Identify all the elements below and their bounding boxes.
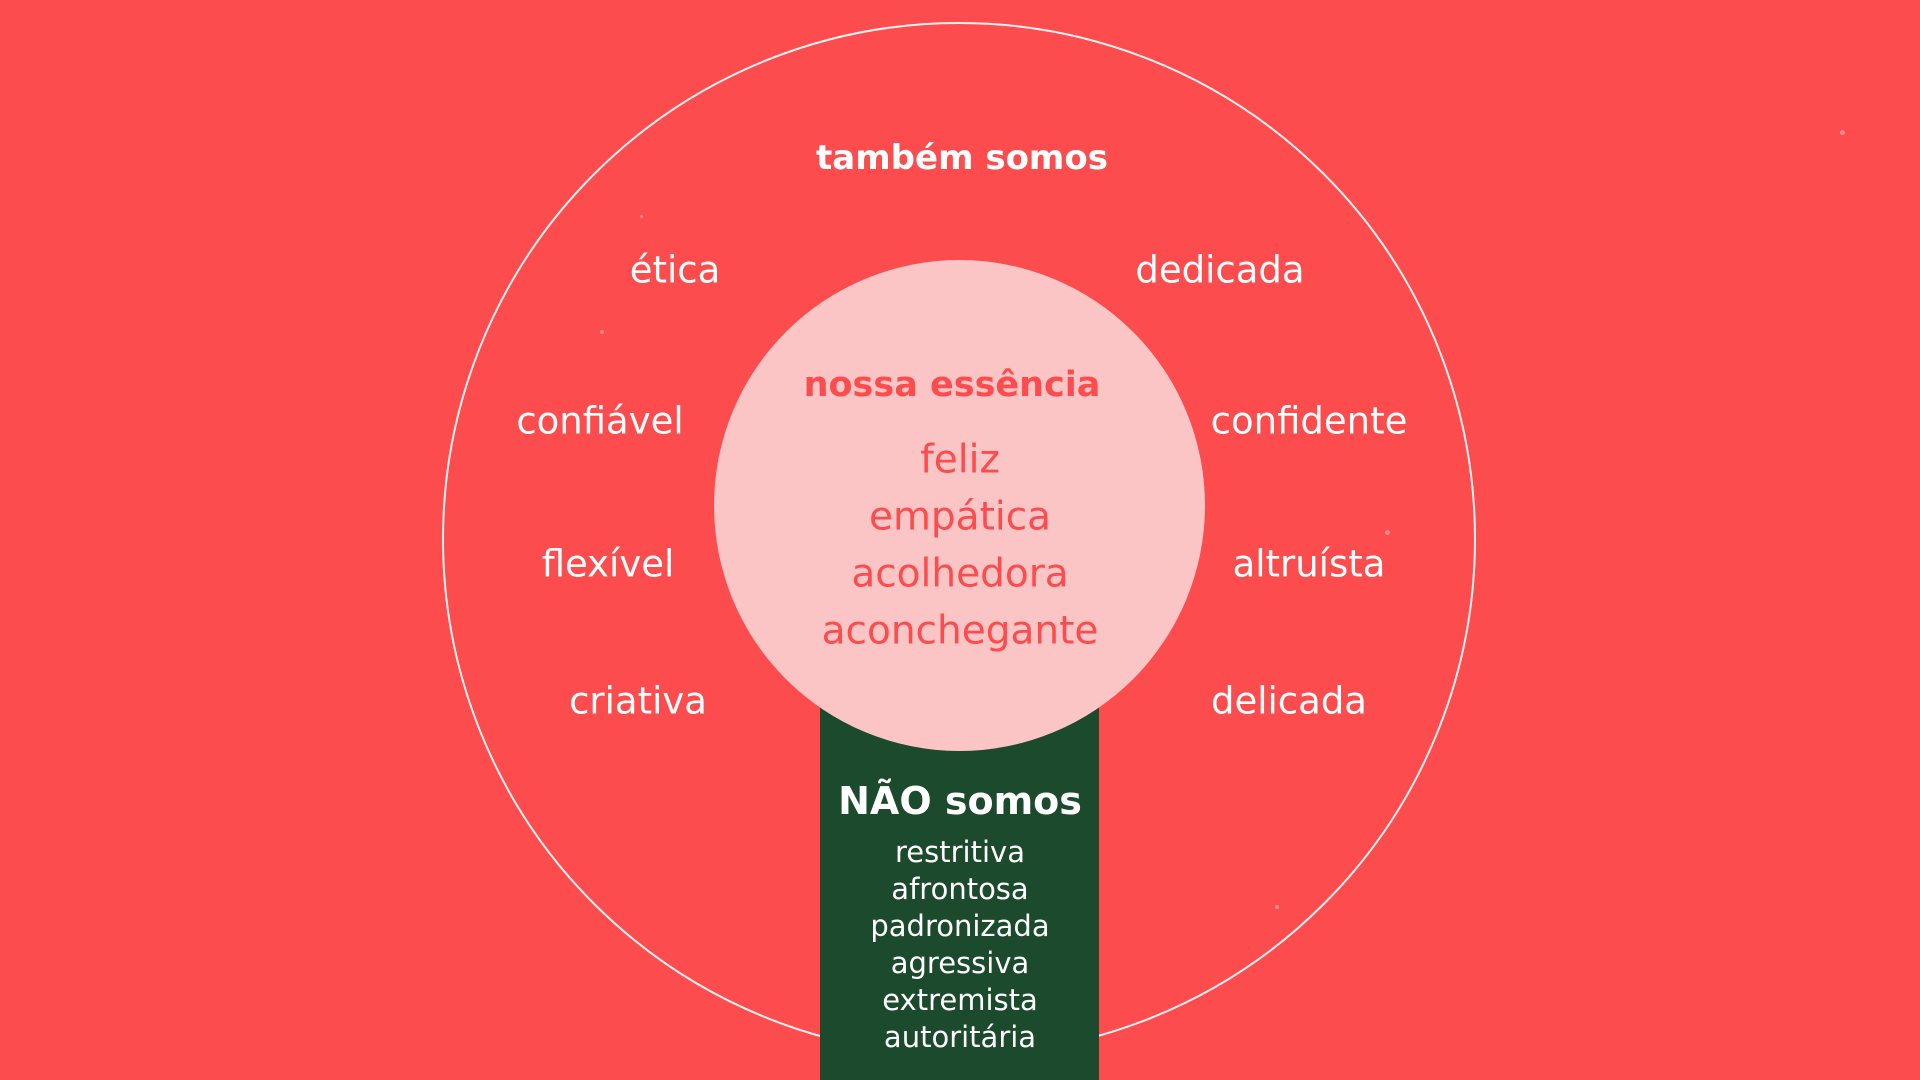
not-panel (820, 690, 1099, 1080)
not-item: extremista (882, 983, 1038, 1017)
not-item: afrontosa (891, 872, 1029, 906)
essence-item: aconchegante (821, 608, 1099, 654)
essence-circle (714, 260, 1205, 751)
also-we-are-title: também somos (816, 138, 1108, 178)
essence-item: feliz (920, 437, 1000, 483)
trait-dedicada: dedicada (1135, 248, 1305, 292)
trait-etica: ética (629, 248, 721, 292)
not-item: padronizada (870, 909, 1050, 943)
trait-delicada: delicada (1211, 679, 1367, 723)
not-item: restritiva (895, 835, 1025, 869)
essence-item: empática (868, 494, 1052, 540)
trait-confiavel: confiável (516, 399, 684, 443)
trait-flexivel: flexível (541, 542, 675, 586)
trait-altruista: altruísta (1232, 542, 1386, 586)
trait-confidente: confidente (1210, 399, 1408, 443)
texture-speck (1840, 130, 1845, 135)
not-item: autoritária (883, 1020, 1037, 1054)
not-item: agressiva (890, 946, 1030, 980)
essence-item: acolhedora (851, 551, 1069, 597)
essence-title: nossa essência (803, 365, 1101, 405)
trait-criativa: criativa (569, 679, 707, 723)
not-title: NÃO somos (838, 779, 1082, 823)
